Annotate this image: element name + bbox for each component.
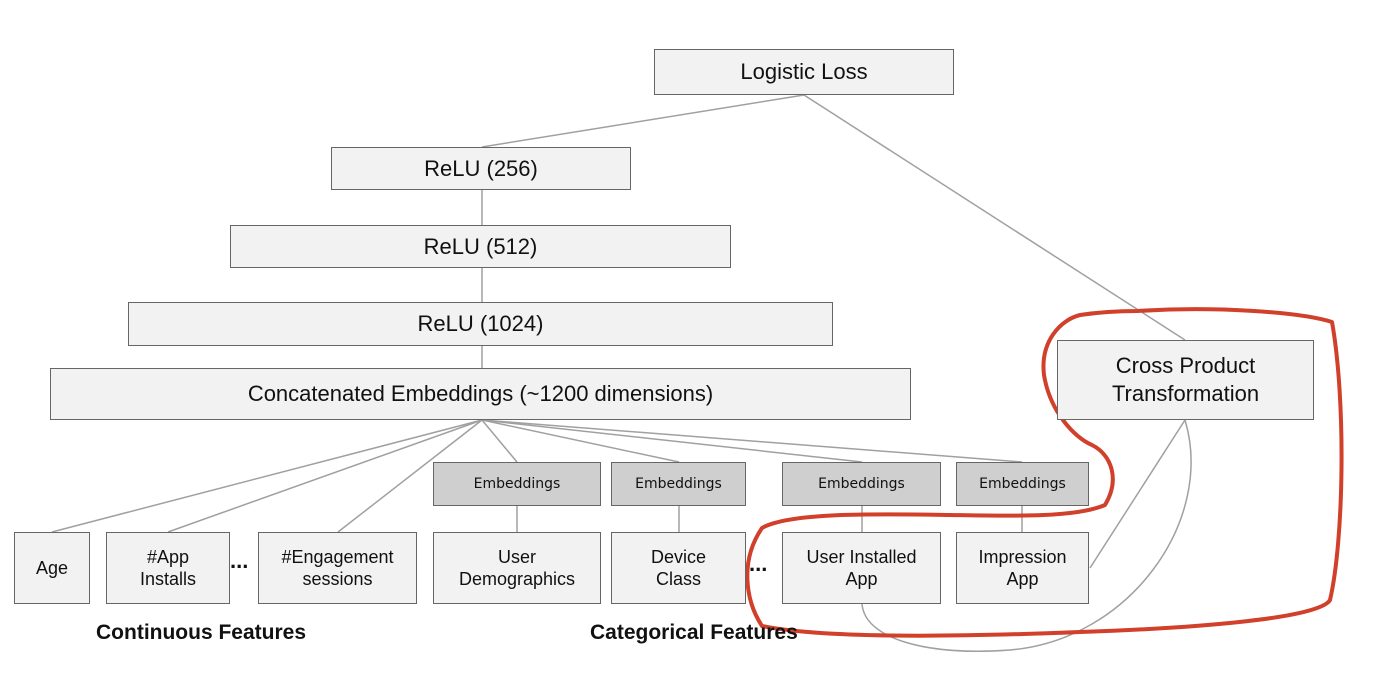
cross-product-label: Cross Product Transformation bbox=[1111, 353, 1260, 406]
feature-user-installed-app: User Installed App bbox=[782, 532, 941, 604]
embeddings-box-device: Embeddings bbox=[611, 462, 746, 506]
feature-device-class: Device Class bbox=[611, 532, 746, 604]
feature-app-installs-label: #App Installs bbox=[139, 547, 197, 589]
embeddings-label: Embeddings bbox=[473, 476, 561, 492]
embeddings-label: Embeddings bbox=[818, 476, 905, 492]
feature-engagement-sessions-label: #Engagement sessions bbox=[281, 547, 394, 589]
feature-engagement-sessions: #Engagement sessions bbox=[258, 532, 417, 604]
feature-user-demographics-label: User Demographics bbox=[458, 547, 576, 589]
ellipsis-categorical: ... bbox=[749, 551, 768, 576]
relu-1024-label: ReLU (1024) bbox=[417, 311, 544, 336]
categorical-features-label: Categorical Features bbox=[590, 621, 798, 644]
feature-device-class-label: Device Class bbox=[650, 547, 707, 589]
cross-product-box: Cross Product Transformation bbox=[1057, 340, 1314, 420]
feature-impression-app: Impression App bbox=[956, 532, 1089, 604]
embeddings-box-demographics: Embeddings bbox=[433, 462, 601, 506]
relu-256-box: ReLU (256) bbox=[331, 147, 631, 190]
feature-impression-app-label: Impression App bbox=[978, 547, 1067, 589]
feature-app-installs: #App Installs bbox=[106, 532, 230, 604]
relu-512-box: ReLU (512) bbox=[230, 225, 731, 268]
concatenated-embeddings-box: Concatenated Embeddings (~1200 dimension… bbox=[50, 368, 911, 420]
logistic-loss-label: Logistic Loss bbox=[740, 59, 868, 84]
relu-1024-box: ReLU (1024) bbox=[128, 302, 833, 346]
feature-user-installed-app-label: User Installed App bbox=[806, 547, 917, 589]
embeddings-label: Embeddings bbox=[635, 476, 722, 492]
relu-512-label: ReLU (512) bbox=[423, 233, 538, 259]
feature-age-label: Age bbox=[35, 558, 69, 578]
relu-256-label: ReLU (256) bbox=[424, 155, 538, 181]
logistic-loss-box: Logistic Loss bbox=[654, 49, 954, 95]
feature-age: Age bbox=[14, 532, 90, 604]
embeddings-label: Embeddings bbox=[979, 476, 1066, 492]
concatenated-embeddings-label: Concatenated Embeddings (~1200 dimension… bbox=[247, 381, 714, 406]
embeddings-box-impression-app: Embeddings bbox=[956, 462, 1089, 506]
embeddings-box-installed-app: Embeddings bbox=[782, 462, 941, 506]
continuous-features-label: Continuous Features bbox=[96, 621, 307, 644]
feature-user-demographics: User Demographics bbox=[433, 532, 601, 604]
ellipsis-continuous: ... bbox=[230, 548, 249, 573]
